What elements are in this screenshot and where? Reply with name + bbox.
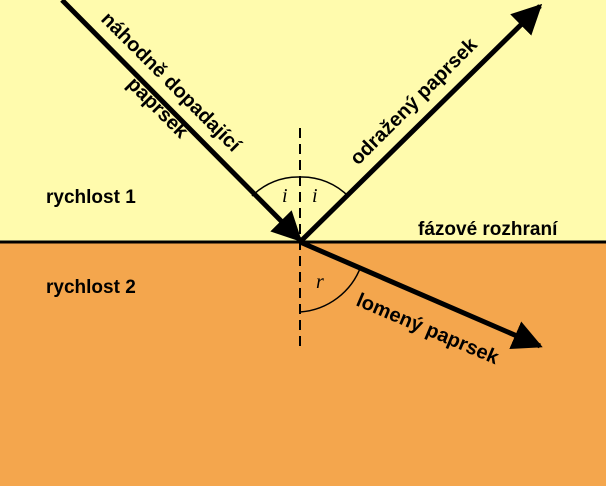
interface-label: fázové rozhraní: [418, 219, 558, 240]
lower-medium-region: [0, 242, 606, 486]
speed-2-label: rychlost 2: [46, 277, 136, 298]
refracted-ray: [299, 239, 543, 350]
refraction-angle-arc: [299, 265, 362, 313]
reflection-angle-arc: [299, 176, 350, 198]
speed-1-label: rychlost 1: [46, 187, 136, 208]
angle-label-reflection: i: [312, 185, 318, 207]
reflected-ray: [298, 3, 543, 244]
angle-label-refraction: r: [316, 271, 324, 293]
incident-ray: [60, 0, 303, 243]
angle-label-incidence: i: [282, 185, 288, 207]
